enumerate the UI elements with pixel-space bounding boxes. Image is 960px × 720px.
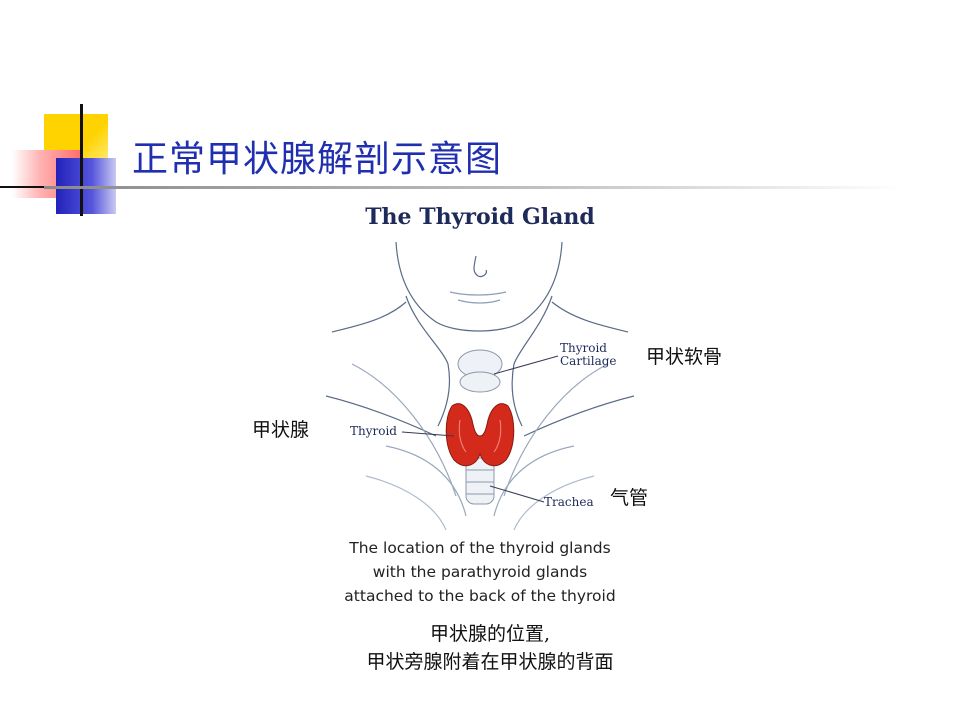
figure-title: The Thyroid Gland: [365, 204, 595, 230]
annotation-thyroid-cartilage: 甲状软骨: [646, 346, 723, 368]
label-trachea: Trachea: [544, 495, 594, 509]
caption-line: attached to the back of the thyroid: [344, 587, 616, 605]
label-cartilage-line2: Cartilage: [560, 354, 617, 368]
figure-caption: The location of the thyroid glands with …: [326, 536, 634, 608]
bottom-caption-line: 甲状旁腺附着在甲状腺的背面: [366, 651, 614, 673]
neck-anatomy-drawing: [326, 241, 634, 531]
thyroid-illustration: The Thyroid Gland: [326, 196, 634, 608]
annotation-trachea: 气管: [610, 487, 649, 509]
label-cartilage-line1: Thyroid: [560, 341, 607, 355]
vertical-rule: [80, 104, 83, 216]
bottom-caption: 甲状腺的位置, 甲状旁腺附着在甲状腺的背面: [260, 620, 720, 676]
annotation-thyroid: 甲状腺: [252, 419, 310, 441]
corner-decoration: [0, 100, 140, 220]
bottom-caption-line: 甲状腺的位置,: [429, 623, 551, 645]
caption-line: The location of the thyroid glands: [349, 539, 611, 557]
title-underline: [44, 186, 904, 189]
label-thyroid: Thyroid: [350, 424, 397, 438]
slide-title: 正常甲状腺解剖示意图: [132, 139, 503, 180]
label-thyroid-cartilage: Thyroid Cartilage: [560, 342, 617, 368]
caption-line: with the parathyroid glands: [372, 563, 588, 581]
